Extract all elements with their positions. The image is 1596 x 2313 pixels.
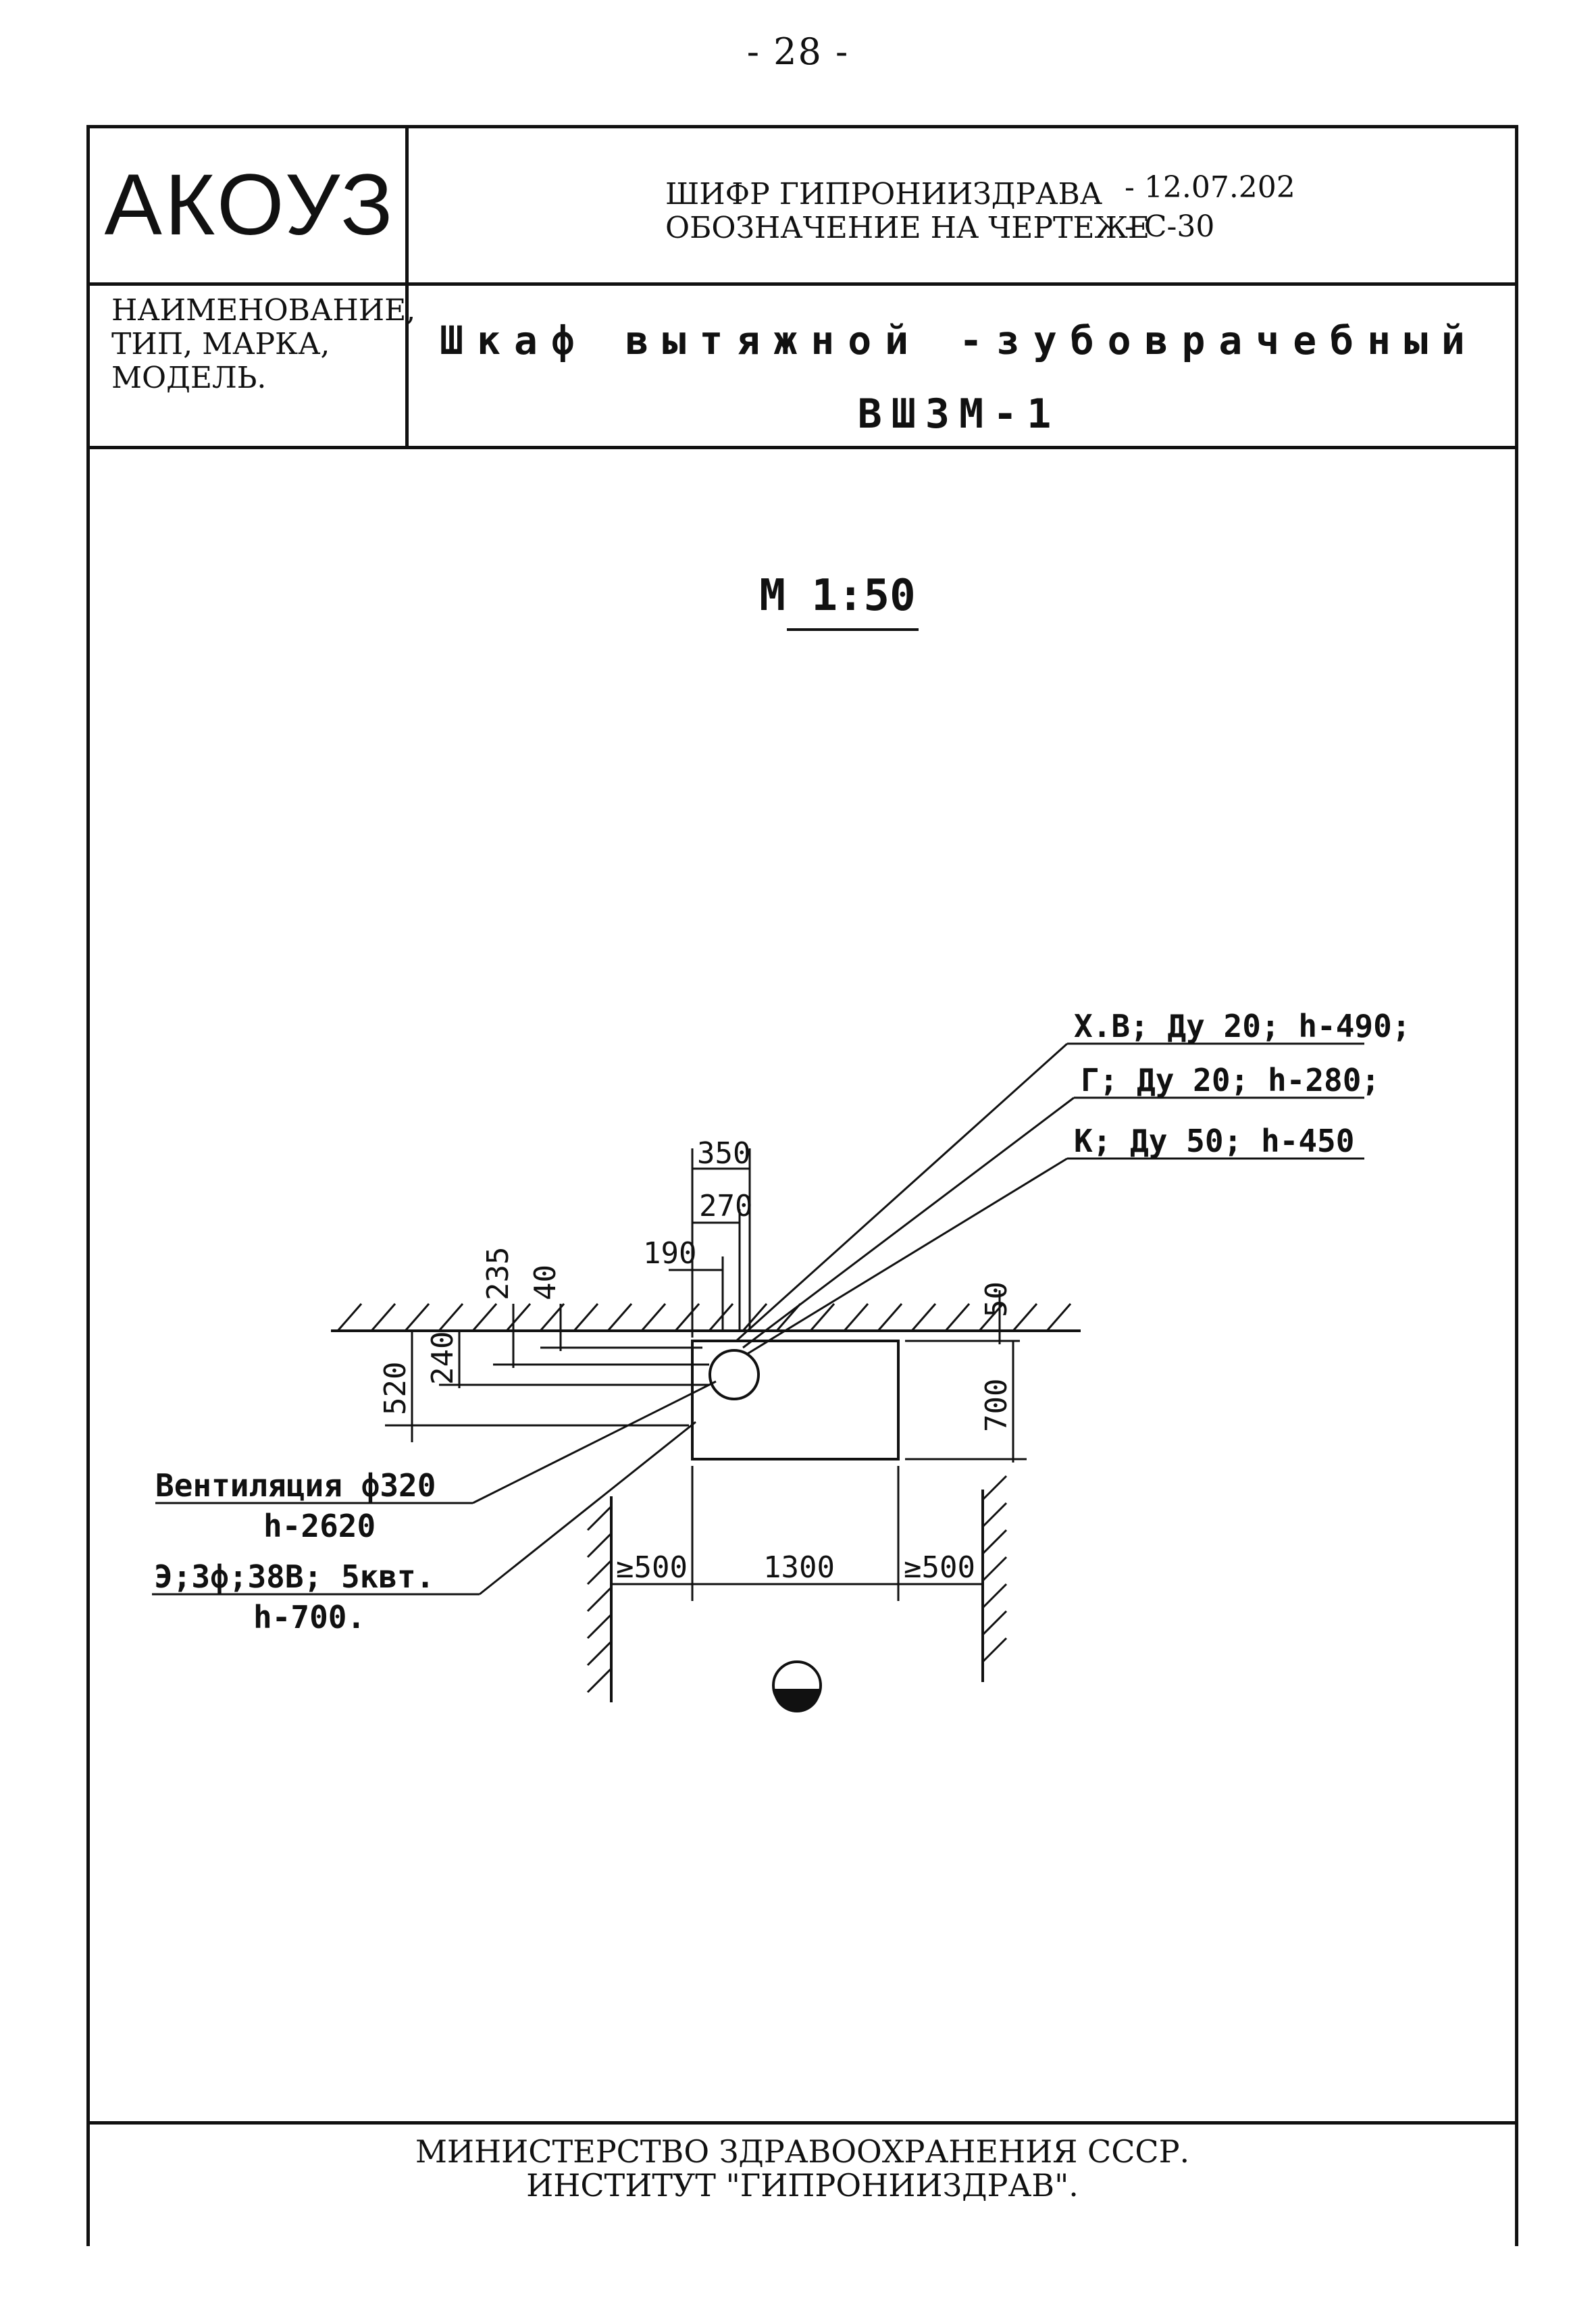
footer-institution: МИНИСТЕРСТВО ЗДРАВООХРАНЕНИЯ СССР. ИНСТИ… — [86, 2135, 1518, 2202]
callout-ventilation-height: h-2620 — [263, 1508, 376, 1544]
callout-electric-height: h-700. — [253, 1599, 365, 1635]
cipher-label: ШИФР ГИПРОНИИЗДРАВА — [665, 177, 1103, 211]
header-divider-vertical — [405, 125, 409, 449]
dim-min-left: ≥500 — [616, 1550, 688, 1585]
name-label: НАИМЕНОВАНИЕ, ТИП, МАРКА, МОДЕЛЬ. — [111, 294, 415, 395]
designation-value: - С-30 — [1125, 209, 1215, 244]
dim-40: 40 — [528, 1265, 563, 1300]
designation-label: ОБОЗНАЧЕНИЕ НА ЧЕРТЕЖЕ — [665, 211, 1150, 245]
callout-sewer: К; Ду 50; h-450 — [1074, 1123, 1354, 1159]
name-label-line: ТИП, МАРКА, — [111, 327, 330, 361]
callout-hot-water: Г; Ду 20; h-280; — [1081, 1062, 1380, 1098]
footer-line-ministry: МИНИСТЕРСТВО ЗДРАВООХРАНЕНИЯ СССР. — [415, 2133, 1190, 2170]
name-label-line: НАИМЕНОВАНИЕ, — [111, 293, 416, 328]
leader-electric — [479, 1421, 696, 1596]
footer-line-institute: ИНСТИТУТ "ГИПРОНИИЗДРАВ". — [526, 2167, 1079, 2204]
footer-divider — [86, 2121, 1518, 2125]
leader-cold-water — [735, 1042, 1069, 1342]
ventilation-circle — [709, 1349, 760, 1400]
wall-hatching — [336, 1303, 1072, 1331]
scale-underline — [787, 628, 919, 631]
dim-min-right: ≥500 — [904, 1550, 975, 1585]
dim-350: 350 — [697, 1136, 750, 1171]
callout-electric: Э;3ф;38В; 5квт. — [154, 1558, 434, 1595]
cipher-value: - 12.07.202 — [1125, 170, 1295, 205]
leader-hot-water — [742, 1096, 1075, 1349]
dim-50: 50 — [979, 1281, 1014, 1317]
callout-cold-water: Х.В; Ду 20; h-490; — [1074, 1008, 1411, 1044]
logo-akouz: АКОУЗ — [104, 157, 396, 253]
name-label-line: МОДЕЛЬ. — [111, 361, 267, 395]
equipment-model: ВШЗМ-1 — [857, 390, 1061, 438]
header-divider-1 — [86, 282, 1518, 286]
right-side-wall-hatching — [981, 1475, 1008, 1663]
dim-270: 270 — [699, 1189, 752, 1223]
dim-520: 520 — [378, 1362, 413, 1415]
cabinet-outline — [691, 1340, 900, 1460]
leader-ventilation — [472, 1380, 717, 1504]
scale-label: М 1:50 — [759, 571, 916, 621]
equipment-title: Шкаф вытяжной -зубоврачебный — [440, 317, 1478, 363]
dim-190: 190 — [643, 1236, 696, 1271]
drawing-frame — [86, 125, 1518, 2246]
dim-235: 235 — [481, 1247, 515, 1300]
callout-ventilation: Вентиляция ф320 — [155, 1467, 436, 1504]
dim-width: 1300 — [763, 1550, 835, 1585]
dim-240: 240 — [426, 1331, 460, 1385]
dim-700: 700 — [979, 1379, 1014, 1432]
header-divider-2 — [86, 446, 1518, 449]
leader-sewer — [746, 1157, 1068, 1356]
page-number: - 28 - — [746, 30, 850, 73]
left-side-wall-hatching — [586, 1505, 613, 1694]
